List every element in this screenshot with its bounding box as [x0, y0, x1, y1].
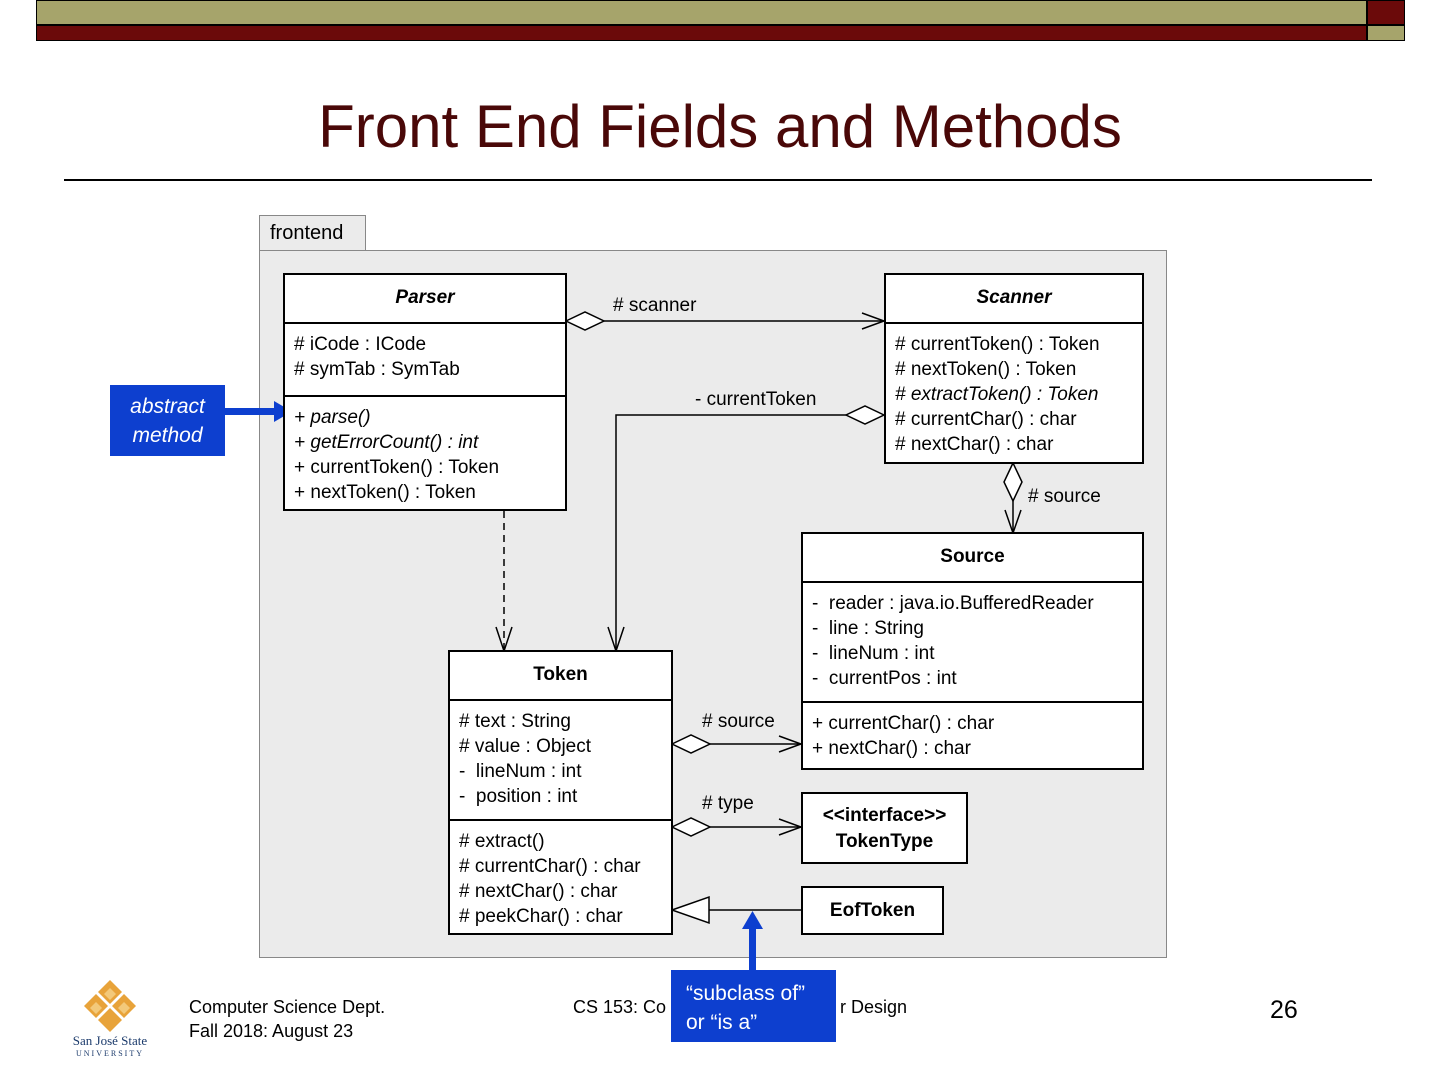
logo-subtext: UNIVERSITY — [76, 1049, 144, 1058]
page-number: 26 — [1270, 996, 1298, 1024]
footer-term: Fall 2018: August 23 — [189, 1021, 354, 1041]
header-bar-olive — [36, 0, 1367, 25]
field: - position : int — [459, 786, 578, 807]
field: - line : String — [812, 618, 924, 639]
callout-line: method — [132, 424, 203, 447]
method: # nextChar() : char — [895, 434, 1054, 455]
method: # currentChar() : char — [895, 409, 1077, 430]
edge-label-scanner: # scanner — [613, 295, 697, 316]
class-methods: # extract() # currentChar() : char # nex… — [450, 819, 671, 929]
aggregation-diamond — [564, 311, 606, 331]
callout-arrow-shaft — [749, 926, 756, 970]
method: # extractToken() : Token — [895, 384, 1099, 405]
header-bar-red — [36, 25, 1367, 41]
class-methods: # currentToken() : Token # nextToken() :… — [886, 324, 1142, 457]
stereotype-label: <<interface>> — [822, 805, 947, 826]
class-scanner: Scanner # currentToken() : Token # nextT… — [884, 273, 1144, 464]
method: + parse() — [294, 407, 371, 428]
class-methods: + currentChar() : char + nextChar() : ch… — [803, 701, 1142, 761]
method: # currentToken() : Token — [895, 334, 1100, 355]
method: + getErrorCount() : int — [294, 432, 479, 453]
method: # currentChar() : char — [459, 856, 641, 877]
callout-arrow-head — [742, 911, 763, 929]
slide-title: Front End Fields and Methods — [318, 93, 1122, 160]
method: + currentChar() : char — [812, 713, 995, 734]
method: # extract() — [459, 831, 545, 852]
class-fields: # iCode : ICode # symTab : SymTab — [285, 324, 565, 395]
field: - currentPos : int — [812, 668, 957, 689]
method: + nextToken() : Token — [294, 482, 476, 503]
class-source: Source - reader : java.io.BufferedReader… — [801, 532, 1144, 770]
footer-course-left: CS 153: Co — [573, 997, 667, 1017]
class-name: EofToken — [829, 900, 916, 921]
edge-label-token-source: # source — [702, 711, 775, 732]
header-square-olive — [1367, 25, 1405, 41]
method: # peekChar() : char — [459, 906, 623, 927]
edge-label-current-token: - currentToken — [695, 389, 817, 410]
class-fields: # text : String # value : Object - lineN… — [450, 701, 671, 819]
callout-line: abstract — [130, 395, 205, 418]
callout-line: “subclass of” — [686, 982, 806, 1005]
aggregation-diamond — [670, 734, 712, 754]
aggregation-diamond — [670, 817, 712, 837]
class-name: Parser — [285, 275, 565, 324]
class-name: Scanner — [886, 275, 1142, 324]
edge-scanner-token — [615, 414, 846, 651]
method: # nextToken() : Token — [895, 359, 1077, 380]
aggregation-diamond — [844, 405, 886, 425]
class-eoftoken: EofToken — [801, 886, 944, 935]
field: # symTab : SymTab — [294, 359, 460, 380]
class-name: Token — [450, 652, 671, 701]
class-methods: + parse() + getErrorCount() : int + curr… — [285, 395, 565, 505]
field: - lineNum : int — [812, 643, 935, 664]
interface-tokentype: <<interface>> TokenType — [801, 792, 968, 864]
field: - lineNum : int — [459, 761, 582, 782]
callout-arrow-shaft — [225, 408, 277, 415]
edge-label-type: # type — [702, 793, 754, 814]
class-name: Source — [803, 534, 1142, 583]
abstract-method-callout: abstract method — [110, 385, 225, 456]
field: # iCode : ICode — [294, 334, 427, 355]
field: - reader : java.io.BufferedReader — [812, 593, 1094, 614]
class-fields: - reader : java.io.BufferedReader - line… — [803, 583, 1142, 701]
class-token: Token # text : String # value : Object -… — [448, 650, 673, 935]
method: # nextChar() : char — [459, 881, 618, 902]
sjsu-logo: San José State UNIVERSITY — [73, 980, 148, 1058]
method: + currentToken() : Token — [294, 457, 500, 478]
callout-line: or “is a” — [686, 1011, 758, 1034]
class-parser: Parser # iCode : ICode # symTab : SymTab… — [283, 273, 567, 511]
method: + nextChar() : char — [812, 738, 971, 759]
aggregation-diamond — [1003, 461, 1023, 503]
header-square-red — [1367, 0, 1405, 25]
class-name: TokenType — [835, 831, 934, 852]
footer-dept: Computer Science Dept. — [189, 997, 386, 1017]
field: # value : Object — [459, 736, 592, 757]
subclass-callout: “subclass of” or “is a” — [671, 970, 836, 1042]
logo-text: San José State — [73, 1033, 148, 1048]
footer-course-right: r Design — [840, 997, 908, 1017]
title-divider — [64, 179, 1372, 181]
generalization-triangle — [669, 895, 710, 925]
edge-label-scanner-source: # source — [1028, 486, 1101, 507]
field: # text : String — [459, 711, 571, 732]
